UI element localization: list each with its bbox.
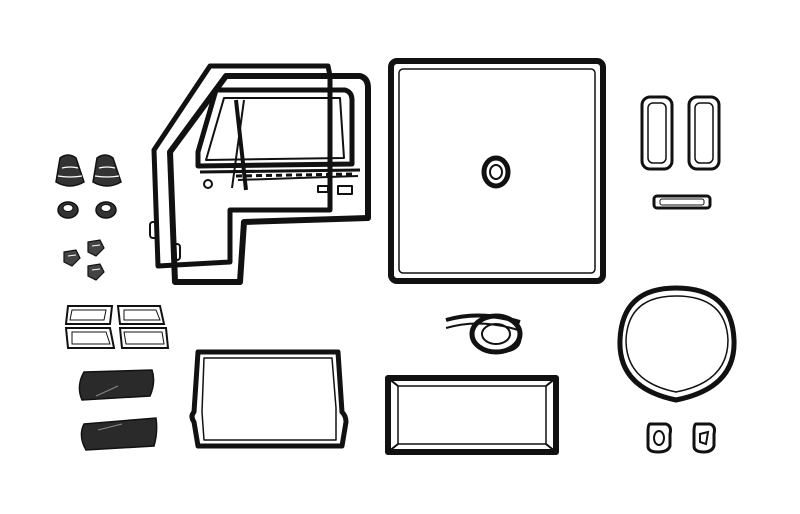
- bumper-stops: [63, 239, 105, 281]
- rolled-seal-strip: [445, 313, 523, 355]
- side-window-seal: [189, 349, 349, 449]
- taillight-gasket-right: [687, 95, 721, 171]
- rubber-boots: [55, 154, 122, 187]
- rubber-grommets: [57, 201, 117, 219]
- license-light-gasket: [652, 194, 712, 210]
- vent-window-gaskets: [64, 305, 170, 349]
- taillight-gasket-left: [640, 95, 674, 171]
- hood-seal: [385, 375, 559, 455]
- rear-window-seal: [388, 58, 606, 284]
- round-window-seal: [617, 285, 737, 403]
- filler-neck-grommets: [646, 422, 716, 454]
- door-seal-kit: [149, 63, 371, 285]
- mud-flaps: [78, 369, 158, 451]
